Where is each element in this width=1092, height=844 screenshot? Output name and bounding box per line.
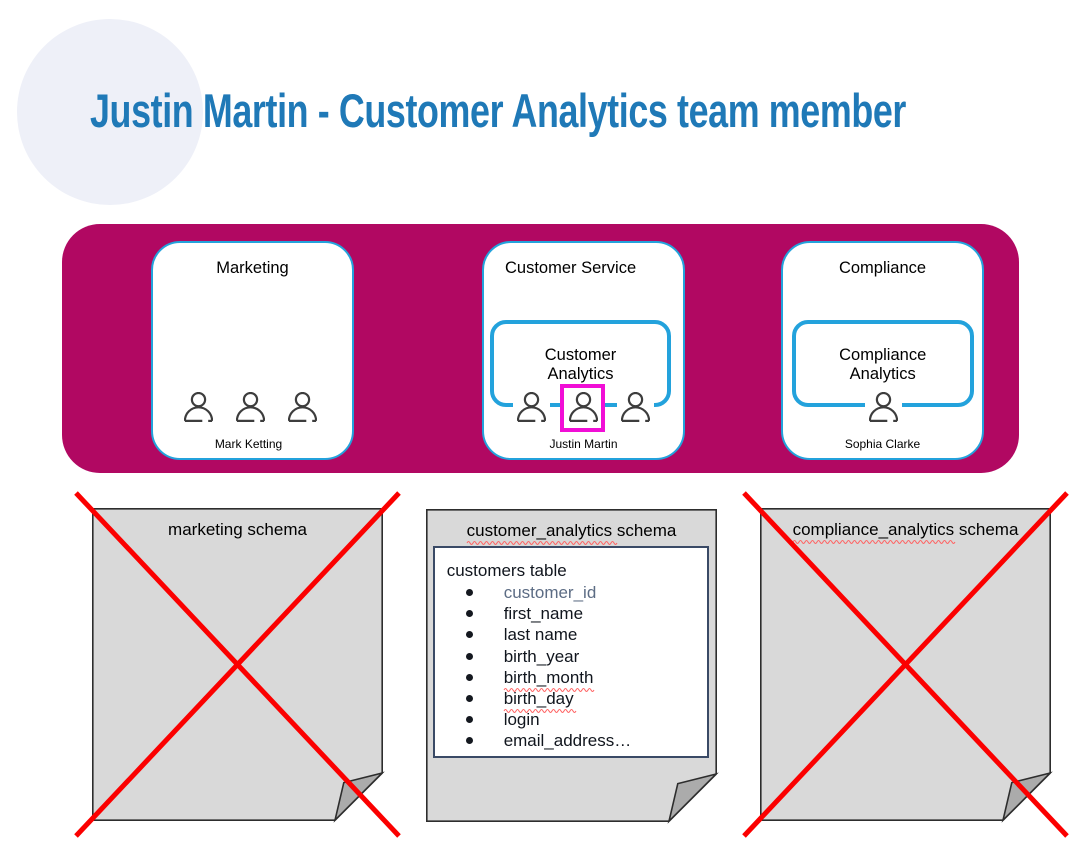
member-name-justin-martin: Justin Martin — [549, 437, 618, 451]
bullet-icon — [466, 588, 474, 596]
schema-field-row: first_name — [435, 603, 707, 624]
team-card-title-marketing: Marketing — [216, 259, 289, 277]
spellcheck-squiggle — [466, 541, 618, 545]
team-card-title-compliance: Compliance — [838, 259, 927, 277]
spellcheck-squiggle — [792, 540, 956, 544]
schema-field: first_name — [503, 604, 584, 624]
note-compliance-analytics-schema: compliance_analytics schema — [742, 491, 1069, 838]
customers-table-heading: customers table — [446, 561, 567, 580]
schema-field: birth_month — [503, 667, 595, 692]
spellcheck-squiggle — [503, 687, 595, 692]
team-card-title-customer-service: Customer Service — [505, 259, 637, 277]
page-title: Justin Martin - Customer Analytics team … — [90, 84, 906, 137]
schema-field: birth_year — [503, 646, 580, 666]
schema-field-row: birth_day — [435, 688, 707, 714]
note-title: compliance_analytics schema — [760, 520, 1051, 544]
note-customer-analytics-schema: customer_analytics schema customers tabl… — [425, 508, 718, 823]
schema-field-row: birth_year — [435, 646, 707, 667]
red-cross-out — [742, 491, 1069, 838]
schema-field-row: customer_id — [435, 582, 707, 603]
note-title: marketing schema — [168, 520, 307, 539]
schema-field-row: email_address… — [435, 730, 707, 751]
person-icon — [236, 392, 265, 422]
schema-field: email_address… — [503, 731, 632, 751]
bullet-icon — [466, 694, 474, 702]
person-icon — [620, 392, 650, 422]
person-icon-justin-martin — [568, 392, 598, 422]
schema-field-row: birth_month — [435, 667, 707, 692]
bullet-icon — [466, 716, 474, 724]
decorative-circle — [17, 19, 203, 205]
customers-table-box: customers table customer_id first_name l… — [432, 546, 709, 758]
red-cross-out — [74, 491, 401, 838]
member-name-sophia-clarke: Sophia Clarke — [844, 437, 921, 451]
schema-field-row: last name — [435, 624, 707, 645]
note-title: customer_analytics schema — [426, 521, 717, 545]
note-marketing-schema: marketing schema — [74, 491, 401, 838]
subteam-label-customer-analytics: Customer Analytics — [544, 345, 617, 383]
schema-field: login — [503, 710, 540, 730]
bullet-icon — [466, 610, 474, 618]
person-icon-sophia-clarke — [868, 392, 898, 422]
bullet-icon — [466, 737, 474, 745]
schema-field-row: login — [435, 709, 707, 730]
bullet-icon — [466, 631, 474, 639]
person-icon — [184, 392, 213, 422]
schema-field: birth_day — [503, 688, 577, 714]
person-icon — [288, 392, 317, 422]
schema-field: customer_id — [503, 582, 597, 602]
team-card-marketing — [151, 241, 354, 460]
subteam-label-compliance-analytics: Compliance Analytics — [839, 345, 927, 383]
member-name-mark-ketting: Mark Ketting — [214, 437, 283, 451]
schema-field: last name — [503, 625, 578, 645]
bullet-icon — [466, 652, 474, 660]
spellcheck-squiggle — [503, 709, 577, 714]
person-icon — [516, 392, 546, 422]
bullet-icon — [466, 673, 474, 681]
team-card-compliance — [781, 241, 984, 460]
